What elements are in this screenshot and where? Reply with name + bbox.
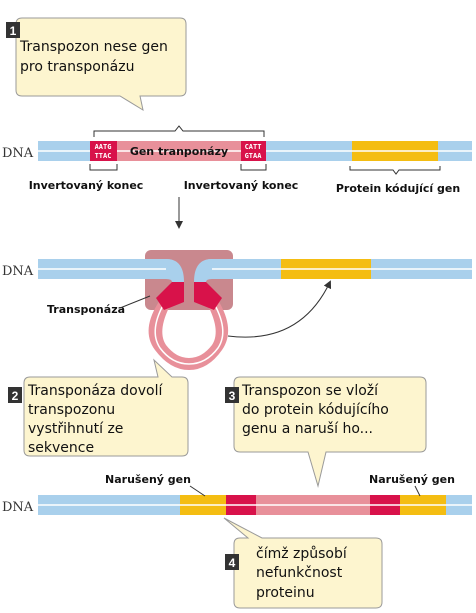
inverted-end-left-bracket <box>89 164 118 171</box>
step-3-number: 3 <box>229 389 236 403</box>
step-4-line-2: nefunkčnost <box>256 565 343 581</box>
step-2-number: 2 <box>12 389 19 403</box>
step-4-line-1: čímž způsobí <box>256 546 348 562</box>
step-1-line-2: pro transponázu <box>20 59 134 75</box>
step-4-badge <box>225 554 239 570</box>
step-2-line-3: vystřihnutí ze <box>28 421 123 437</box>
step-2-line-2: transpozonu <box>28 402 115 418</box>
excised-loop <box>148 300 229 370</box>
step-3-badge <box>225 387 239 403</box>
step-4-number: 4 <box>229 556 236 570</box>
step-1-line-1: Transpozon nese gen <box>19 39 168 55</box>
inverted-end-label-right: Invertovaný konec <box>184 179 299 192</box>
dna-row-3: DNA Narušený gen Narušený gen <box>2 473 472 515</box>
loop-end-right <box>194 282 222 310</box>
protein-gene-bracket <box>349 166 441 175</box>
transposase-label: Transponáza <box>47 303 125 316</box>
step-3-bubble <box>233 376 427 488</box>
dna-strand-2-left-curve <box>166 259 184 282</box>
step-1-callout: 1 Transpozon nese gen pro transponázu <box>6 17 187 112</box>
step-1-number: 1 <box>10 24 17 38</box>
protein-gene-label: Protein kódující gen <box>336 182 460 195</box>
dna-label-3: DNA <box>2 500 34 515</box>
inverted-end-right <box>241 141 266 161</box>
dna-row-1: DNA AATG TTAC CATT GTAA Gen tranponázy I… <box>2 125 472 195</box>
disrupted-gene-label-right: Narušený gen <box>369 473 455 486</box>
step-1-badge <box>6 22 20 38</box>
excised-loop-stripe <box>154 299 224 365</box>
seq-left-top: AATG <box>95 143 112 151</box>
inverted-end-left <box>90 141 117 161</box>
step-2-callout: 2 Transponáza dovolí transpozonu vystřih… <box>8 358 189 457</box>
step-2-line-1: Transponáza dovolí <box>27 383 163 399</box>
step-4-line-3: proteinu <box>256 585 315 601</box>
transposase-pointer <box>119 295 151 309</box>
seq-left-bottom: TTAC <box>95 152 112 160</box>
seq-right-top: CATT <box>245 143 262 151</box>
step-3-line-1: Transpozon se vloží <box>241 383 379 399</box>
insertion-arrow <box>227 280 332 338</box>
step-2-badge <box>8 387 22 403</box>
step-4-callout: 4 čímž způsobí nefunkčnost proteinu <box>223 517 383 609</box>
step-3-line-3: genu a naruší ho... <box>242 421 373 437</box>
dna-label-2: DNA <box>2 264 34 279</box>
dna-label-1: DNA <box>2 146 34 161</box>
gene-label: Gen tranponázy <box>130 145 228 158</box>
step-2-line-4: sekvence <box>28 440 94 456</box>
seq-right-bottom: GTAA <box>245 152 263 160</box>
disrupted-gene-pointer-right <box>414 485 421 497</box>
inverted-end-label-left: Invertovaný konec <box>29 179 144 192</box>
step-3-callout: 3 Transpozon se vloží do protein kódujíc… <box>225 376 427 488</box>
step-3-line-2: do protein kódujícího <box>242 402 389 418</box>
step-4-bubble <box>223 517 383 609</box>
step-2-bubble <box>23 358 189 457</box>
loop-end-left <box>156 282 184 310</box>
dna-strand-2-right-curve <box>194 259 212 282</box>
transposon-brace <box>93 125 265 137</box>
disrupted-gene-label-left: Narušený gen <box>105 473 191 486</box>
disrupted-gene-pointer-left <box>189 485 206 497</box>
dna-row-2: DNA Transponáza <box>2 250 472 370</box>
inverted-end-right-bracket <box>240 164 267 171</box>
